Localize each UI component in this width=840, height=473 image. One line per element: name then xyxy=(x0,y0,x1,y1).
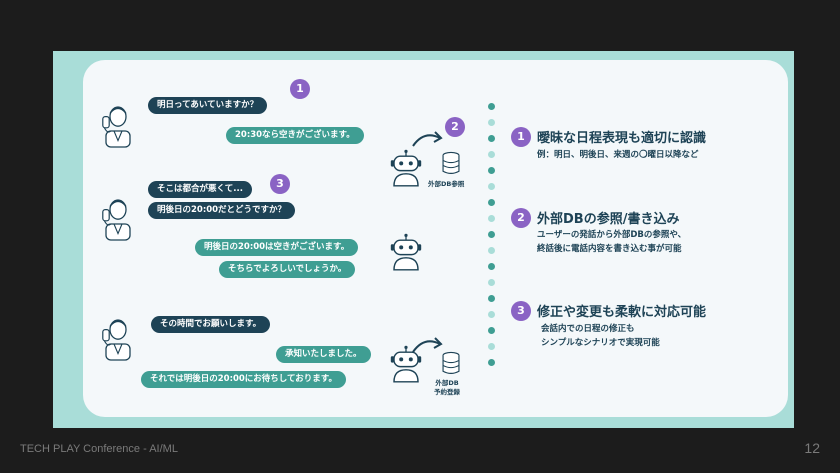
feature-desc-line: 会話内での日程の修正も xyxy=(541,324,635,334)
page-number: 12 xyxy=(804,440,820,456)
step-marker-1: 1 xyxy=(290,79,310,99)
user-phone-icon xyxy=(98,190,138,242)
feature-desc-1: 例：明日、明後日、来週の〇曜日以降など xyxy=(537,148,699,162)
chat-bubble-user: 明後日の20:00だとどうですか？ xyxy=(148,202,296,219)
db-booking-line2: 予約登録 xyxy=(434,388,460,396)
feature-desc-3: 会話内での日程の修正も シンプルなシナリオで実現可能 xyxy=(541,322,660,350)
db-booking-line1: 外部DB xyxy=(435,379,459,387)
step-marker-2: 2 xyxy=(445,117,465,137)
step-marker-3: 3 xyxy=(270,174,290,194)
feature-number-2: 2 xyxy=(511,208,531,228)
user-phone-icon xyxy=(98,310,138,362)
db-reference-label: 外部DB参照 xyxy=(428,180,465,188)
feature-desc-2: ユーザーの発話から外部DBの参照や、 終話後に電話内容を書き込む事が可能 xyxy=(537,228,686,256)
feature-desc-line: 終話後に電話内容を書き込む事が可能 xyxy=(537,244,682,254)
chat-bubble-bot: そちらでよろしいでしょうか。 xyxy=(219,261,356,278)
db-booking-label: 外部DB 予約登録 xyxy=(434,379,460,397)
feature-title-3: 修正や変更も柔軟に対応可能 xyxy=(537,305,707,320)
chat-bubble-bot: それでは明後日の20:00にお待ちしております。 xyxy=(141,371,346,388)
slide-panel xyxy=(83,60,788,417)
chat-bubble-user: 明日ってあいていますか？ xyxy=(148,97,268,114)
chat-bubble-bot: 20:30なら空きがございます。 xyxy=(226,127,364,144)
feature-number-3: 3 xyxy=(511,301,531,321)
robot-icon xyxy=(386,149,426,189)
feature-desc-line: 例：明日、明後日、来週の〇曜日以降など xyxy=(537,150,699,160)
feature-title-2: 外部DBの参照/書き込み xyxy=(537,212,680,227)
feature-desc-line: ユーザーの発話から外部DBの参照や、 xyxy=(537,230,687,240)
feature-number-1: 1 xyxy=(511,127,531,147)
robot-icon xyxy=(386,233,426,273)
footer-text: TECH PLAY Conference - AI/ML xyxy=(20,443,178,455)
arrow-icon xyxy=(412,337,443,353)
chat-bubble-user: そこは都合が悪くて... xyxy=(148,181,252,198)
chat-bubble-user: その時間でお願いします。 xyxy=(151,316,271,333)
slide-frame xyxy=(53,51,794,428)
user-phone-icon xyxy=(98,97,138,149)
arrow-icon xyxy=(412,131,443,147)
chat-bubble-bot: 明後日の20:00は空きがございます。 xyxy=(195,239,359,256)
database-icon xyxy=(440,151,462,177)
chat-bubble-bot: 承知いたしました。 xyxy=(276,346,371,363)
feature-title-1: 曖昧な日程表現も適切に認識 xyxy=(537,131,707,146)
feature-desc-line: シンプルなシナリオで実現可能 xyxy=(541,338,660,348)
